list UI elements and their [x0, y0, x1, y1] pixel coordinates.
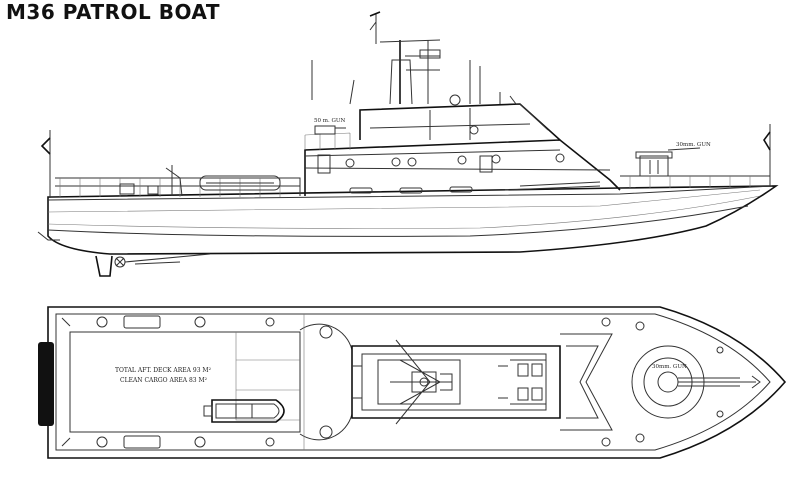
forward-deck-shape — [560, 333, 613, 431]
side-door — [317, 154, 331, 174]
gun-50-profile: 50 m. GUN — [314, 118, 346, 135]
rib-boat — [203, 399, 285, 423]
side-profile-view: 50 m. GUN 30mm. GUN — [37, 11, 779, 277]
main-mast — [311, 11, 517, 106]
aft-deck-boundary — [69, 331, 301, 433]
upper-railing — [304, 132, 351, 150]
waterline — [47, 195, 761, 229]
side-door — [479, 155, 493, 173]
gun-30-profile: 30mm. GUN — [635, 142, 711, 176]
deck-inner-outline — [55, 313, 771, 451]
aft-deck-equipment — [119, 165, 281, 197]
bridge-plan — [498, 359, 547, 405]
transom-edge — [37, 231, 60, 241]
mast-plan — [390, 339, 453, 425]
hull-outline — [47, 185, 779, 255]
bow-flag-mast — [763, 124, 771, 186]
hull-windows — [349, 181, 601, 194]
propeller-rudder — [95, 253, 211, 277]
stern-fender — [38, 342, 54, 426]
chine-line — [47, 189, 761, 213]
wheelhouse — [359, 103, 561, 141]
cargo-area-label: CLEAN CARGO AREA 83 M² — [120, 377, 208, 384]
deck-area-label: TOTAL AFT. DECK AREA 93 M² — [115, 367, 212, 374]
deck-outline — [47, 306, 787, 459]
gun-50-label: 50 m. GUN — [314, 118, 345, 124]
stern-flag-mast — [40, 130, 51, 198]
rubbing-strake — [47, 185, 773, 201]
main-deck-railing — [55, 175, 770, 197]
drawing-title: M36 PATROL BOAT — [6, 0, 220, 24]
plan-view: TOTAL AFT. DECK AREA 93 M² CLEAN CARGO A… — [38, 306, 787, 459]
gun-30-plan: 30mm. GUN — [631, 345, 756, 419]
gun-30-label: 30mm. GUN — [676, 142, 711, 148]
superstructure-plan — [351, 345, 561, 419]
superstructure-deck-line — [304, 167, 611, 171]
davit-areas — [299, 314, 353, 450]
gun-30-plan-label: 30mm. GUN — [652, 364, 687, 370]
aft-deck-fittings — [61, 315, 275, 449]
boot-stripe — [47, 205, 749, 237]
bow-fittings — [601, 317, 761, 447]
